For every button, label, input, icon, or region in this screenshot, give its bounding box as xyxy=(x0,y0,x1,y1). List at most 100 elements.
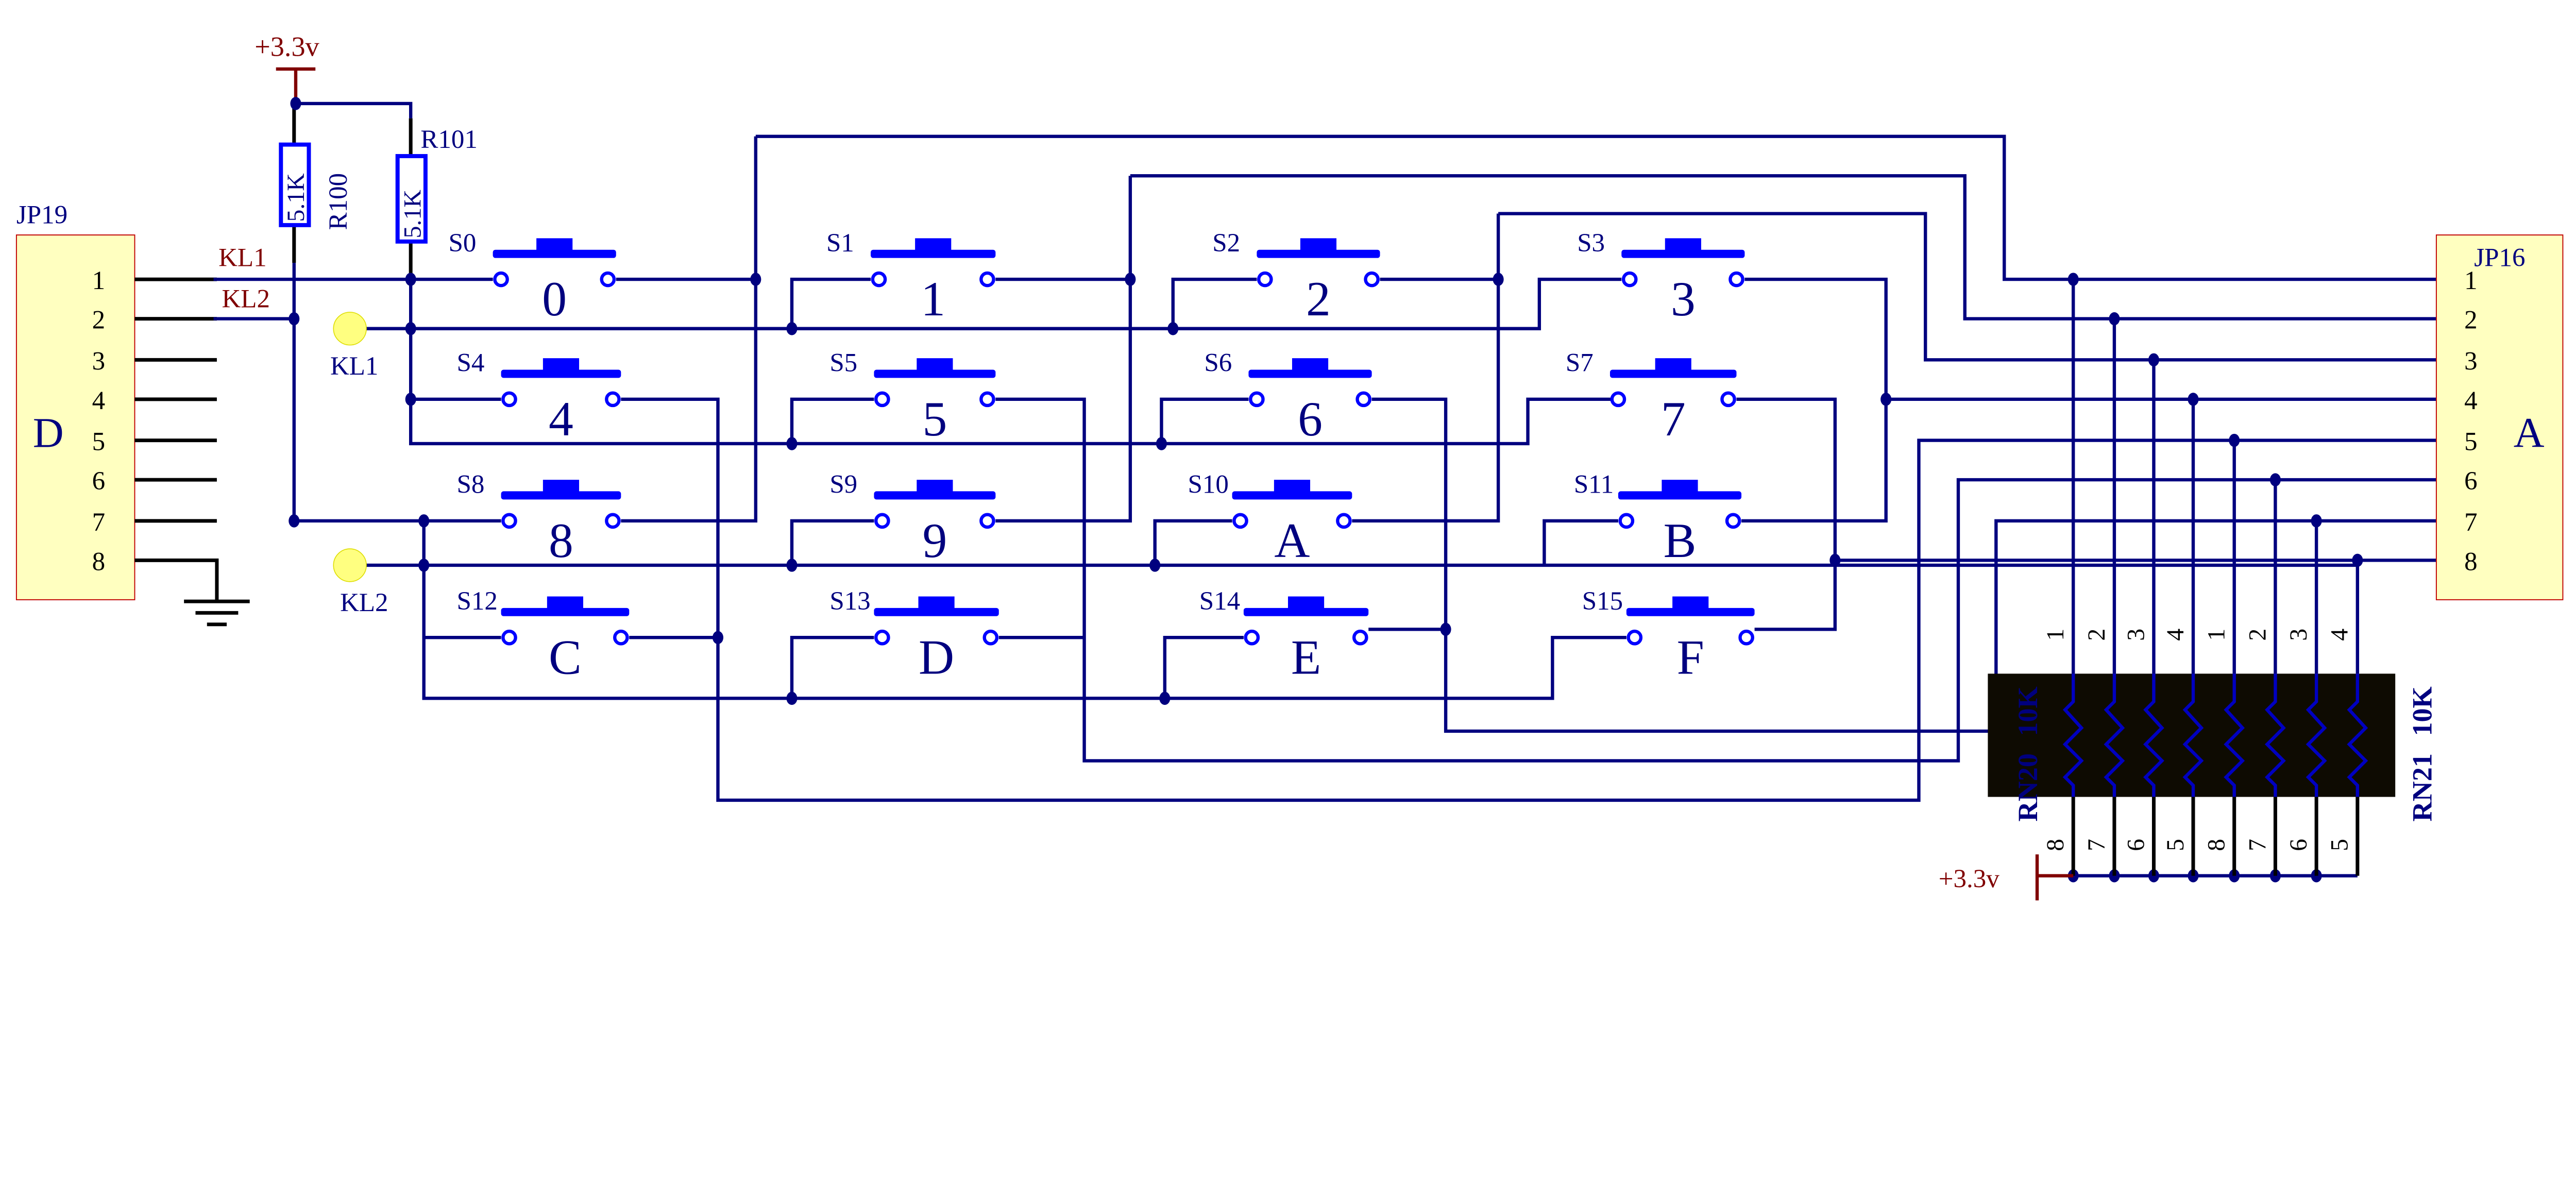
switch-pin xyxy=(874,513,890,529)
jp19-ref: JP19 xyxy=(16,201,67,230)
switch-ref: S12 xyxy=(456,587,497,616)
rn-pin-number: 8 xyxy=(2203,839,2230,851)
rn21-value: 10K xyxy=(2406,686,2437,736)
switch-pin xyxy=(613,629,629,646)
switch-actuator xyxy=(1257,249,1380,258)
jp16-pin-8: 8 xyxy=(2464,547,2477,576)
junction-dot xyxy=(418,514,430,528)
switch-s7[interactable]: S77 xyxy=(1566,349,1737,446)
switch-ref: S0 xyxy=(449,229,477,258)
switch-ref: S4 xyxy=(456,349,484,378)
jp19-pin-2: 2 xyxy=(92,306,106,335)
switch-actuator xyxy=(874,608,999,616)
resistor-element xyxy=(2347,673,2368,797)
rn-pin-number: 3 xyxy=(2122,629,2149,641)
switch-s3[interactable]: S33 xyxy=(1577,229,1745,326)
switch-s9[interactable]: S99 xyxy=(829,470,996,568)
switch-s5[interactable]: S55 xyxy=(829,349,996,446)
junction-dot xyxy=(2311,514,2322,528)
junction-dot xyxy=(786,322,798,335)
resistor-element xyxy=(2306,673,2327,797)
jp16-pin-7: 7 xyxy=(2464,508,2477,537)
jp16-pin-2: 2 xyxy=(2464,306,2477,335)
switch-key-label: B xyxy=(1664,513,1697,568)
switch-pin xyxy=(1720,391,1736,408)
test-point-kl2[interactable]: KL2 xyxy=(333,548,388,617)
switch-s8[interactable]: S88 xyxy=(456,470,621,568)
rn-pin-number: 7 xyxy=(2244,839,2271,851)
rn21-ref: RN21 xyxy=(2406,753,2437,821)
switch-pin xyxy=(1610,391,1626,408)
switch-key-label: A xyxy=(1274,513,1310,568)
resistor-element xyxy=(2264,673,2286,797)
jp16-pin-3: 3 xyxy=(2464,347,2477,376)
junction-dot xyxy=(786,437,798,450)
rn-pin-number: 6 xyxy=(2122,839,2149,851)
rn-pin-number: 1 xyxy=(2042,629,2069,641)
rn-pin-number: 2 xyxy=(2244,629,2271,641)
junction-dot xyxy=(1156,437,1167,450)
switch-pin xyxy=(501,629,517,646)
junction-dot xyxy=(786,559,798,572)
switch-actuator xyxy=(1609,369,1737,378)
junction-dot xyxy=(1149,559,1161,572)
switch-pin xyxy=(605,513,621,529)
switch-s1[interactable]: S11 xyxy=(826,229,996,326)
switch-key-label: 2 xyxy=(1306,272,1331,326)
switch-cap xyxy=(1274,480,1311,493)
jp19-pin-4: 4 xyxy=(92,386,106,415)
jp16-pin-4: 4 xyxy=(2464,386,2477,415)
switch-ref: S7 xyxy=(1566,349,1594,378)
junction-dot xyxy=(1125,273,1136,286)
switch-actuator xyxy=(1243,608,1369,616)
test-point-kl1[interactable]: KL1 xyxy=(330,312,378,381)
switch-pin xyxy=(1621,271,1638,288)
junction-dot xyxy=(2109,312,2120,326)
switch-pin xyxy=(1725,513,1741,529)
power-label: +3.3v xyxy=(255,31,319,62)
rn-pin-number: 6 xyxy=(2285,839,2312,851)
junction-dot xyxy=(786,692,798,705)
rn20-value: 10K xyxy=(2012,686,2043,736)
switch-s6[interactable]: S66 xyxy=(1204,349,1372,446)
switch-cap xyxy=(1292,358,1329,372)
switch-key-label: F xyxy=(1677,630,1704,684)
resistor-element xyxy=(2062,673,2084,797)
junctions xyxy=(289,97,2363,883)
switch-ref: S6 xyxy=(1204,349,1232,378)
junction-dot xyxy=(1159,692,1171,705)
switch-ref: S13 xyxy=(829,587,870,616)
switch-pin xyxy=(605,391,621,408)
switch-ref: S9 xyxy=(829,470,857,499)
switch-s4[interactable]: S44 xyxy=(456,349,621,446)
switch-pin xyxy=(600,271,616,288)
rn-pin-number: 7 xyxy=(2083,839,2110,851)
switch-actuator xyxy=(501,491,621,500)
switch-s0[interactable]: S00 xyxy=(449,229,616,326)
switch-key-label: 5 xyxy=(922,392,947,446)
switch-pin xyxy=(874,391,890,408)
switch-pin xyxy=(501,513,517,529)
switch-cap xyxy=(1665,238,1701,251)
switch-pin xyxy=(1728,271,1744,288)
junction-dot xyxy=(290,97,301,110)
switch-s2[interactable]: S22 xyxy=(1212,229,1380,326)
jp16-pin-6: 6 xyxy=(2464,467,2477,496)
switch-actuator xyxy=(1621,249,1745,258)
power-label-bottom: +3.3v xyxy=(1939,865,2000,894)
junction-dot xyxy=(2188,393,2199,406)
wires xyxy=(213,102,2436,878)
switch-key-label: 8 xyxy=(549,513,573,568)
switch-cap xyxy=(915,238,952,251)
switch-cap xyxy=(543,480,580,493)
keypad-schematic: +3.3v 5.1K R100 5.1K R101 JP19 D 1234567… xyxy=(15,31,2564,901)
switch-pin xyxy=(871,271,887,288)
